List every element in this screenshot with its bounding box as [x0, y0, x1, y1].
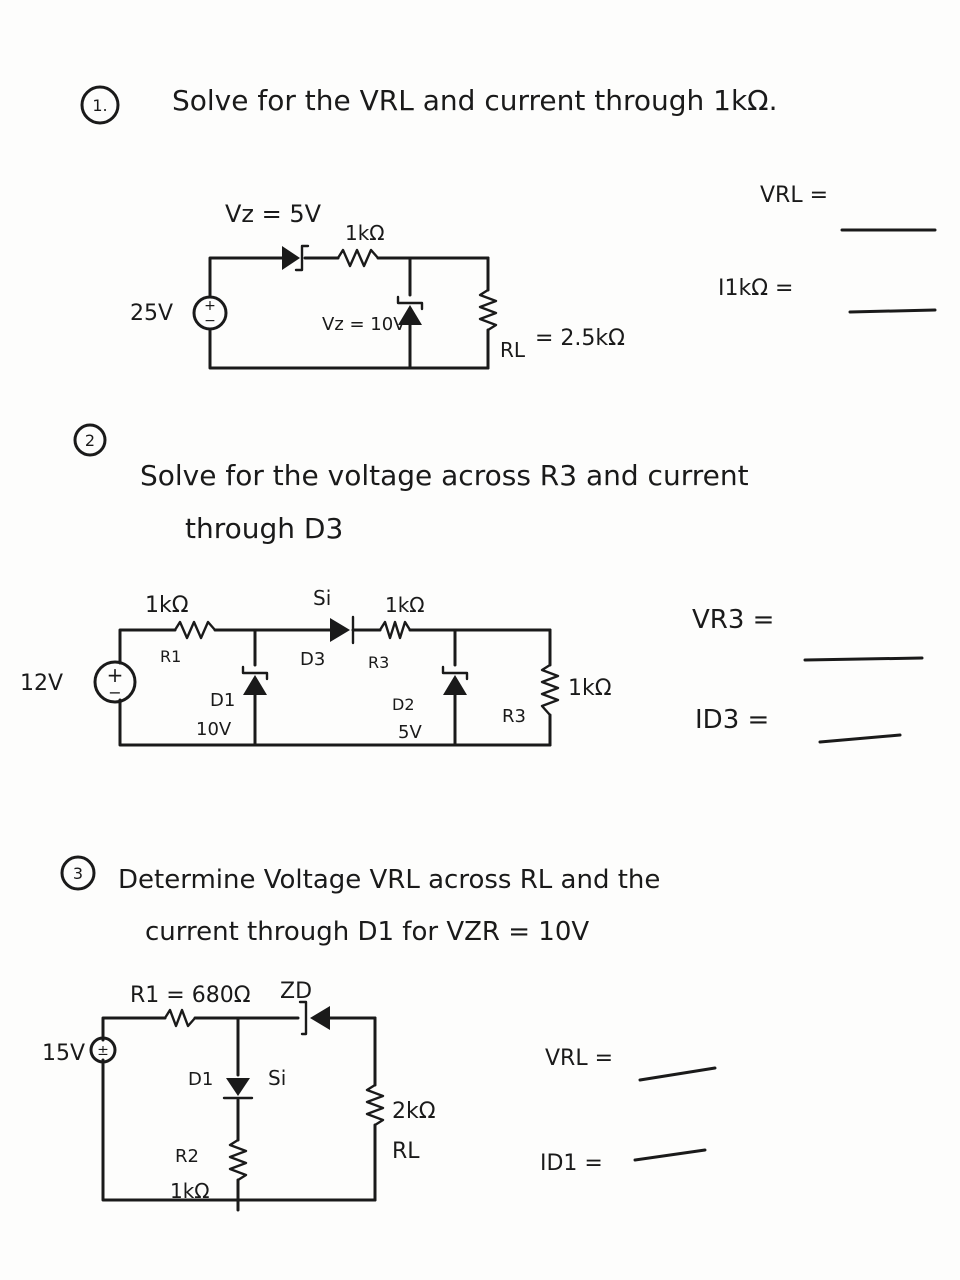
svg-text:−: −: [108, 683, 121, 702]
answer-id3-label: ID3 =: [695, 705, 769, 735]
r3-load-name-label: R3: [502, 706, 526, 727]
problem-3-prompt-line2: current through D1 for VZR = 10V: [145, 917, 589, 947]
r1-680-label: R1 = 680Ω: [130, 983, 251, 1008]
answer-id1-blank: [633, 1148, 707, 1162]
problem-3-number: 3: [73, 864, 83, 883]
r1-resistor-symbol: [173, 620, 217, 640]
zd-zener-symbol: [298, 1000, 330, 1036]
d3-label: D3: [300, 649, 325, 670]
problem-2: 2 Solve for the voltage across R3 and cu…: [20, 423, 924, 747]
svg-text:+: +: [204, 298, 216, 314]
problem-3: 3 Determine Voltage VRL across RL and th…: [42, 855, 717, 1212]
d2-zener-symbol: [441, 665, 469, 695]
r3-series-value-label: 1kΩ: [385, 593, 425, 617]
d3-diode-symbol: [330, 615, 355, 645]
load-resistor-name: RL: [500, 338, 526, 362]
answer-vrl-label: VRL =: [760, 183, 828, 208]
resistor-1k-symbol: [336, 248, 380, 268]
rl-value-label: 2kΩ: [392, 1099, 436, 1124]
answer-id3-blank: [818, 733, 902, 744]
r2-value-label: 1kΩ: [170, 1179, 210, 1203]
r2-resistor-symbol: [228, 1138, 248, 1182]
problem-1: 1. Solve for the VRL and current through…: [80, 84, 937, 370]
d1-zener-symbol: [241, 665, 269, 695]
problem-2-prompt-line2: through D3: [185, 512, 343, 545]
circuit-1-wires: [208, 256, 490, 370]
circuit-3-wires: [101, 1016, 377, 1212]
r2-label: R2: [175, 1146, 199, 1167]
source-12v-symbol: + −: [93, 660, 137, 704]
r1-680-resistor-symbol: [163, 1008, 197, 1028]
problem-1-prompt: Solve for the VRL and current through 1k…: [172, 84, 777, 117]
problem-2-number-circle: [73, 423, 107, 457]
problem-2-number: 2: [85, 431, 95, 450]
answer-vr3-label: VR3 =: [692, 605, 774, 635]
answer-vr3-blank: [803, 656, 924, 662]
r3-series-resistor-symbol: [378, 620, 412, 640]
zener-10v-symbol: [396, 295, 424, 325]
r3-load-value-label: 1kΩ: [568, 676, 612, 701]
svg-text:+: +: [107, 663, 124, 687]
source-15v-label: 15V: [42, 1041, 85, 1066]
r3-load-resistor-symbol: [540, 663, 560, 717]
load-resistor-value: = 2.5kΩ: [535, 326, 625, 351]
r3-series-name-label: R3: [368, 653, 389, 672]
answer-i1k-label: I1kΩ =: [718, 276, 793, 301]
zener-10v-label: Vz = 10V: [322, 314, 406, 335]
problem-3-prompt-line1: Determine Voltage VRL across RL and the: [118, 865, 660, 895]
d1-label: D1: [188, 1069, 213, 1090]
source-15v-symbol: ±: [89, 1036, 117, 1064]
d3-si-label: Si: [313, 586, 331, 610]
rl-name-label: RL: [392, 1139, 420, 1164]
d1-value-label: 10V: [196, 719, 232, 740]
svg-text:−: −: [204, 313, 216, 329]
rl-2k-resistor-symbol: [365, 1083, 385, 1127]
problem-3-number-circle: [60, 855, 96, 891]
source-12v-label: 12V: [20, 671, 63, 696]
svg-text:±: ±: [97, 1043, 109, 1059]
d2-label: D2: [392, 695, 415, 714]
zener-5v-symbol: [282, 244, 310, 272]
d2-value-label: 5V: [398, 722, 422, 743]
d1-si-label: Si: [268, 1066, 286, 1090]
answer-id1-label: ID1 =: [540, 1151, 603, 1176]
circuit-2-wires: [118, 628, 552, 747]
r1-value-label: 1kΩ: [145, 593, 189, 618]
problem-1-number-circle: [80, 85, 120, 125]
source-25v-symbol: + −: [192, 295, 228, 331]
d1-si-diode-symbol: [222, 1078, 254, 1100]
zener-5v-label: Vz = 5V: [225, 200, 322, 228]
source-25v-label: 25V: [130, 301, 173, 326]
answer-vrl-3-blank: [638, 1066, 717, 1082]
r1-name-label: R1: [160, 647, 181, 666]
load-resistor-symbol: [478, 288, 498, 332]
answer-vrl-3-label: VRL =: [545, 1046, 613, 1071]
resistor-1k-label: 1kΩ: [345, 221, 385, 245]
zd-label: ZD: [280, 979, 312, 1004]
answer-i1k-blank: [848, 308, 937, 314]
problem-2-prompt-line1: Solve for the voltage across R3 and curr…: [140, 459, 749, 492]
problem-1-number: 1.: [92, 96, 107, 115]
d1-label: D1: [210, 690, 235, 711]
